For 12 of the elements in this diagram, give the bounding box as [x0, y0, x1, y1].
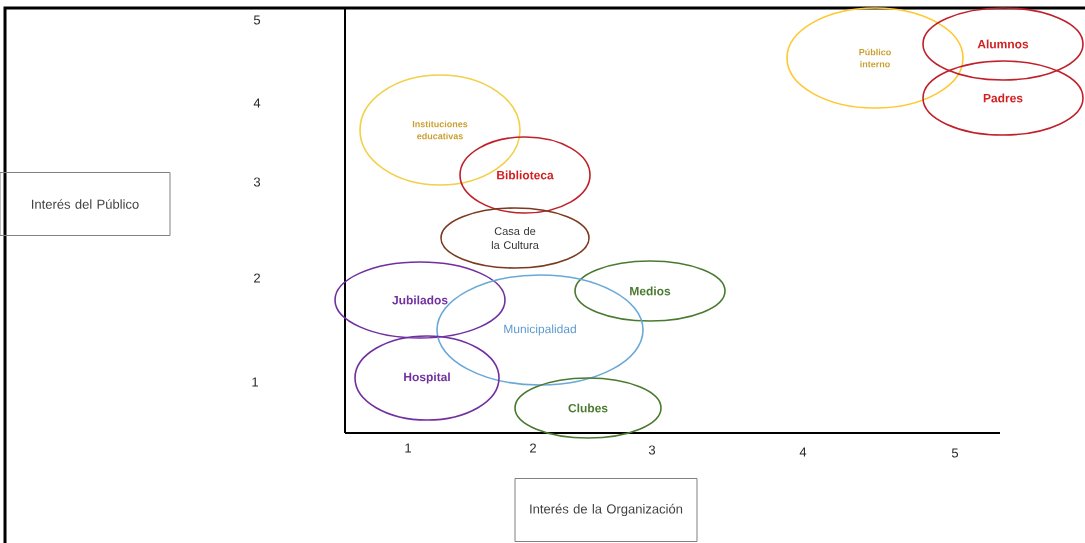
tick-label: 1: [405, 443, 411, 453]
tick-label: 1: [252, 377, 258, 387]
axis-label-box: Interés del Público: [0, 172, 171, 236]
tick-label: 3: [648, 445, 656, 455]
axis-label-box: Interés de la Organización: [514, 478, 698, 542]
tick-label: 2: [530, 443, 536, 453]
tick-label: 5: [253, 15, 261, 25]
tick-label: 3: [253, 177, 261, 187]
tick-label: 2: [254, 273, 260, 283]
tick-label: 5: [951, 448, 959, 458]
tick-label: 4: [253, 98, 261, 108]
tick-label: 4: [799, 447, 807, 457]
